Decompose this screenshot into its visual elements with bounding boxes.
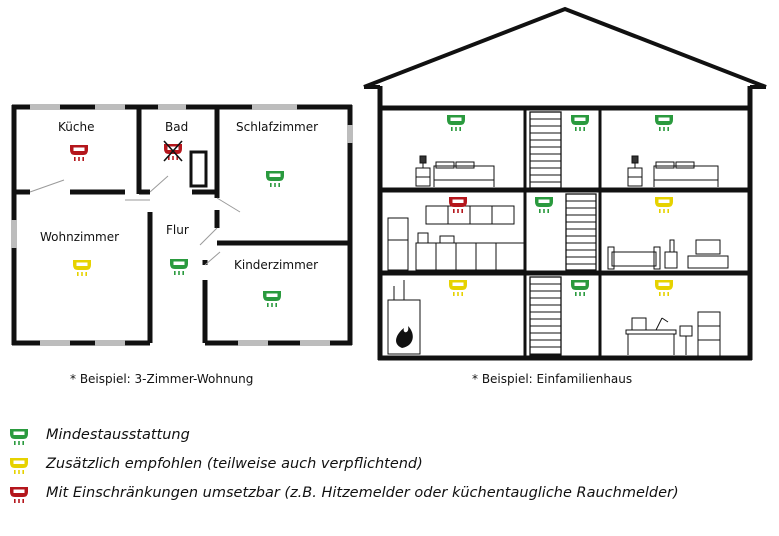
room-label-flur: Flur [166, 223, 189, 237]
smoke-detector-diagram: Küche Bad Schlafzimmer Wohnzimmer Flur K… [11, 6, 767, 361]
smoke-detector-green-icon [263, 291, 281, 307]
legend-item-mindestausstattung: Mindestausstattung [6, 424, 190, 446]
apartment-windows [11, 104, 353, 346]
room-label-bad: Bad [165, 120, 188, 134]
smoke-detector-green-icon [571, 115, 589, 131]
legend-item-empfohlen: Zusätzlich empfohlen (teilweise auch ver… [6, 453, 423, 475]
smoke-detector-green-icon [447, 115, 465, 131]
smoke-detector-red-icon [449, 197, 467, 213]
house-cross-section [363, 6, 767, 361]
smoke-detector-yellow-icon [449, 280, 467, 296]
smoke-detector-green-icon [655, 115, 673, 131]
room-label-kueche: Küche [58, 120, 94, 134]
house-caption: * Beispiel: Einfamilienhaus [472, 372, 633, 386]
smoke-detector-yellow-icon [10, 458, 28, 474]
furniture [387, 155, 729, 357]
flame-icon [396, 326, 413, 348]
apartment-caption: * Beispiel: 3-Zimmer-Wohnung [70, 372, 254, 386]
legend-label: Zusätzlich empfohlen (teilweise auch ver… [46, 456, 423, 472]
legend-label: Mit Einschränkungen umsetzbar (z.B. Hitz… [46, 485, 679, 501]
smoke-detector-yellow-icon [73, 260, 91, 276]
smoke-detector-yellow-icon [655, 280, 673, 296]
smoke-detector-red-icon [70, 145, 88, 161]
smoke-detector-green-icon [10, 429, 28, 445]
apartment-floor-plan [11, 104, 353, 346]
no-detector-bathroom-icon [163, 140, 183, 162]
room-label-schlafzimmer: Schlafzimmer [236, 120, 318, 134]
smoke-detector-red-icon [10, 487, 28, 503]
staircase [529, 111, 597, 356]
smoke-detector-green-icon [266, 171, 284, 187]
legend-item-einschraenkungen: Mit Einschränkungen umsetzbar (z.B. Hitz… [6, 482, 679, 504]
smoke-detector-green-icon [571, 280, 589, 296]
smoke-detector-yellow-icon [655, 197, 673, 213]
legend-label: Mindestausstattung [46, 427, 190, 443]
room-label-kinderzimmer: Kinderzimmer [234, 258, 318, 272]
smoke-detector-green-icon [170, 259, 188, 275]
room-label-wohnzimmer: Wohnzimmer [40, 230, 119, 244]
smoke-detector-green-icon [535, 197, 553, 213]
